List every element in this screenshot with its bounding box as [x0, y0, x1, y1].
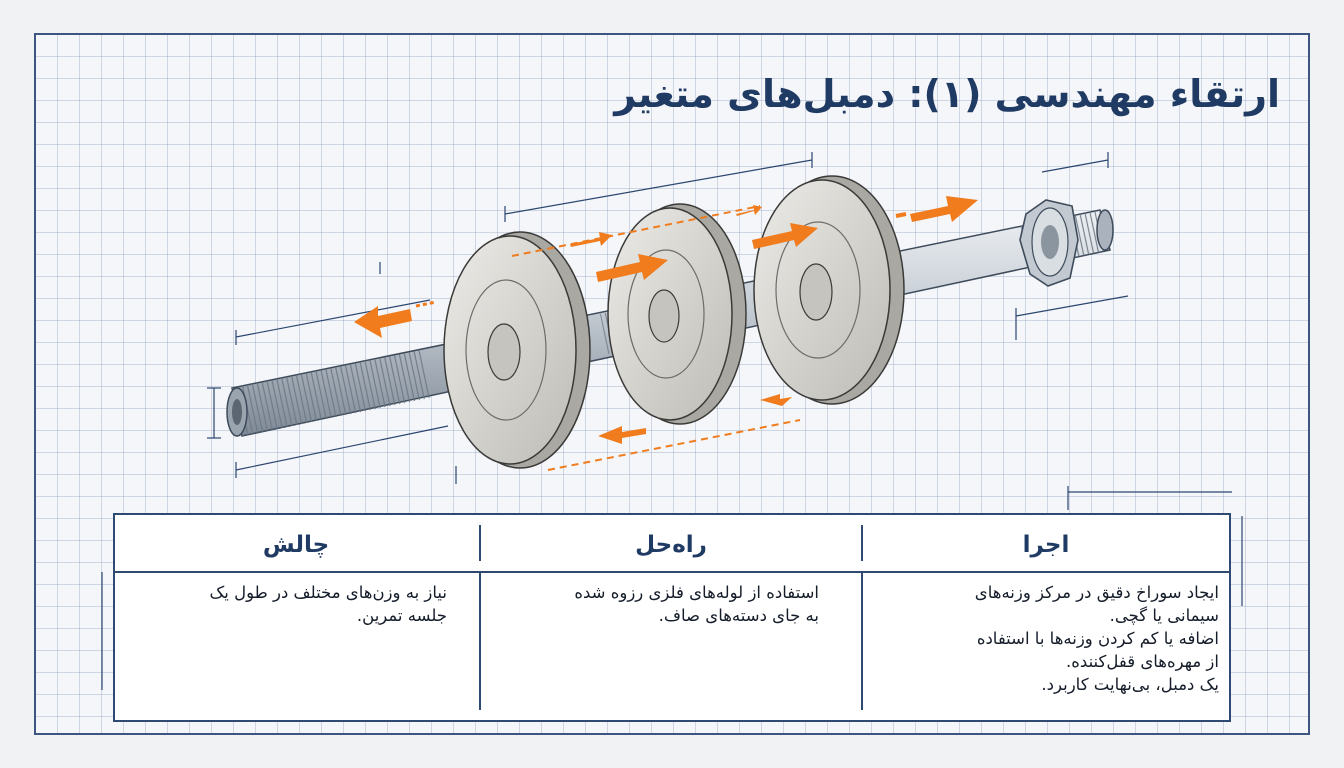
cell-solution: استفاده از لوله‌های فلزی رزوه شده به جای…	[574, 581, 819, 627]
dimension-lines	[101, 152, 1243, 690]
header-execution: اجرا	[1022, 532, 1070, 558]
header-separator	[861, 525, 863, 561]
column-separator	[861, 571, 863, 710]
dashed-guides	[511, 205, 801, 471]
text-line: سیمانی یا گچی.	[1109, 606, 1219, 625]
text-line: اضافه یا کم کردن وزنه‌ها با استفاده	[976, 629, 1219, 648]
motion-arrows	[354, 196, 978, 444]
weight-plate-1	[443, 231, 591, 469]
cell-challenge: نیاز به وزن‌های مختلف در طول یک جلسه تمر…	[209, 581, 447, 627]
text-line: یک دمبل، بی‌نهایت کاربرد.	[1041, 675, 1219, 694]
header-challenge: چالش	[262, 532, 330, 558]
cell-execution: ایجاد سوراخ دقیق در مرکز وزنه‌های سیمانی…	[975, 581, 1219, 696]
text-line: از مهره‌های قفل‌کننده.	[1066, 652, 1219, 671]
header-separator	[479, 525, 481, 561]
text-line: ایجاد سوراخ دقیق در مرکز وزنه‌های	[974, 583, 1219, 602]
page-title: ارتقاء مهندسی (۱): دمبل‌های متغیر	[614, 72, 1280, 116]
text-line: نیاز به وزن‌های مختلف در طول یک	[209, 583, 447, 602]
text-line: به جای دسته‌های صاف.	[658, 606, 819, 625]
text-line: جلسه تمرین.	[356, 606, 447, 625]
info-table: اجرا راه‌حل چالش ایجاد سوراخ دقیق در مرک…	[113, 513, 1231, 722]
table-header-row	[115, 515, 1229, 573]
locking-nut	[1019, 199, 1079, 287]
column-separator	[479, 571, 481, 710]
weight-plate-2	[607, 203, 747, 425]
text-line: استفاده از لوله‌های فلزی رزوه شده	[574, 583, 819, 602]
weight-plate-3	[753, 175, 905, 405]
header-solution: راه‌حل	[635, 532, 707, 558]
